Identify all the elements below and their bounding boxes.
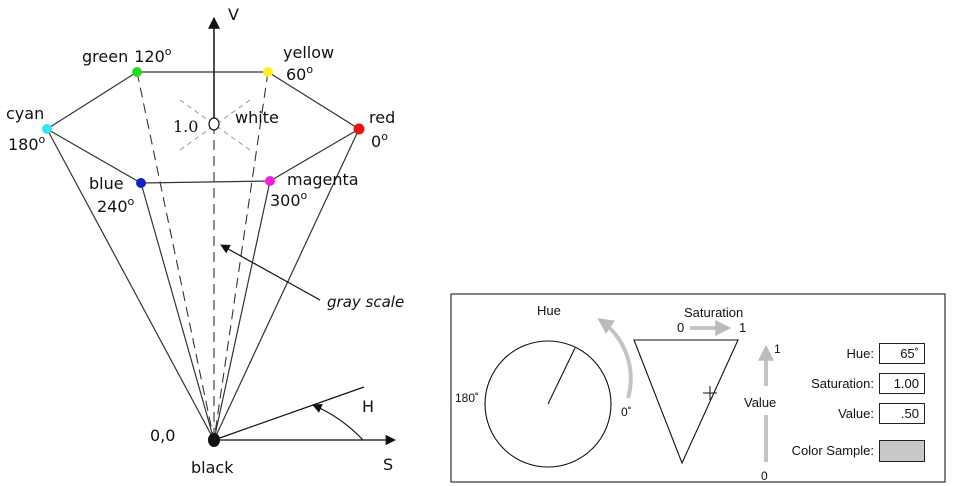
saturation-min-label: 0 [677,320,684,335]
value-axis-label: Value [744,395,776,410]
gray-scale-label: gray scale [327,293,404,311]
white-value-label: 1.0 [173,117,198,136]
value-field[interactable]: .50 [879,403,925,424]
color-sample-label: Color Sample: [792,443,874,458]
magenta-label: magenta [287,170,359,189]
hue-field-label: Hue: [847,346,874,361]
saturation-max-label: 1 [739,320,746,335]
hexcone-top [45,71,361,184]
hue-label-180: 180˚ [455,391,479,405]
blue-label: blue [89,174,124,193]
green-vertex-dot [132,67,142,77]
saturation-field-label: Saturation: [811,376,874,391]
origin-label: 0,0 [150,426,175,445]
color-sample-swatch [879,440,925,462]
red-vertex-dot [353,123,365,135]
color-picker-panel: Hue 180˚ 0˚ Saturation 0 1 1 Value 0 Hue… [450,293,946,483]
hue-label-0: 0˚ [621,405,632,419]
h-angle-label: H [362,397,374,416]
hue-wheel-pointer[interactable] [547,347,576,405]
magenta-degree: 300o [270,189,308,210]
value-top-label: 1 [774,342,781,356]
black-label: black [191,458,234,477]
vertex-dots [42,67,365,188]
cyan-vertex-dot [42,124,52,134]
hue-direction-arrow [597,318,633,399]
white-point [208,117,220,131]
h-angle-line [213,386,365,441]
cyan-degree: 180o [8,133,46,154]
yellow-degree: 60o [286,63,313,84]
yellow-label: yellow [283,43,334,62]
saturation-title: Saturation [684,305,743,320]
black-point [208,433,220,447]
s-axis-label: S [383,455,393,474]
hsv-cone-diagram: V S H gray scale 1.0 white 0,0 black [6,5,404,477]
cone-solid-edges [46,128,360,441]
saturation-field[interactable]: 1.00 [879,373,925,394]
hue-field[interactable]: 65˚ [879,343,925,364]
crosshair-icon[interactable] [703,386,717,400]
white-label: white [235,108,279,127]
blue-degree: 240o [97,195,135,216]
gray-scale-pointer [220,244,321,301]
cyan-label: cyan [6,104,44,123]
yellow-vertex-dot [263,67,273,77]
red-degree: 0o [371,130,388,151]
saturation-value-triangle[interactable] [633,339,739,465]
h-angle-arc [312,404,364,441]
v-axis-label: V [228,5,239,24]
red-label: red [369,108,395,127]
hue-wheel-title: Hue [537,303,561,318]
value-bottom-label: 0 [761,469,768,483]
value-field-label: Value: [838,406,874,421]
cone-hidden-edges [136,71,269,441]
magenta-vertex-dot [265,176,275,186]
blue-vertex-dot [136,178,146,188]
